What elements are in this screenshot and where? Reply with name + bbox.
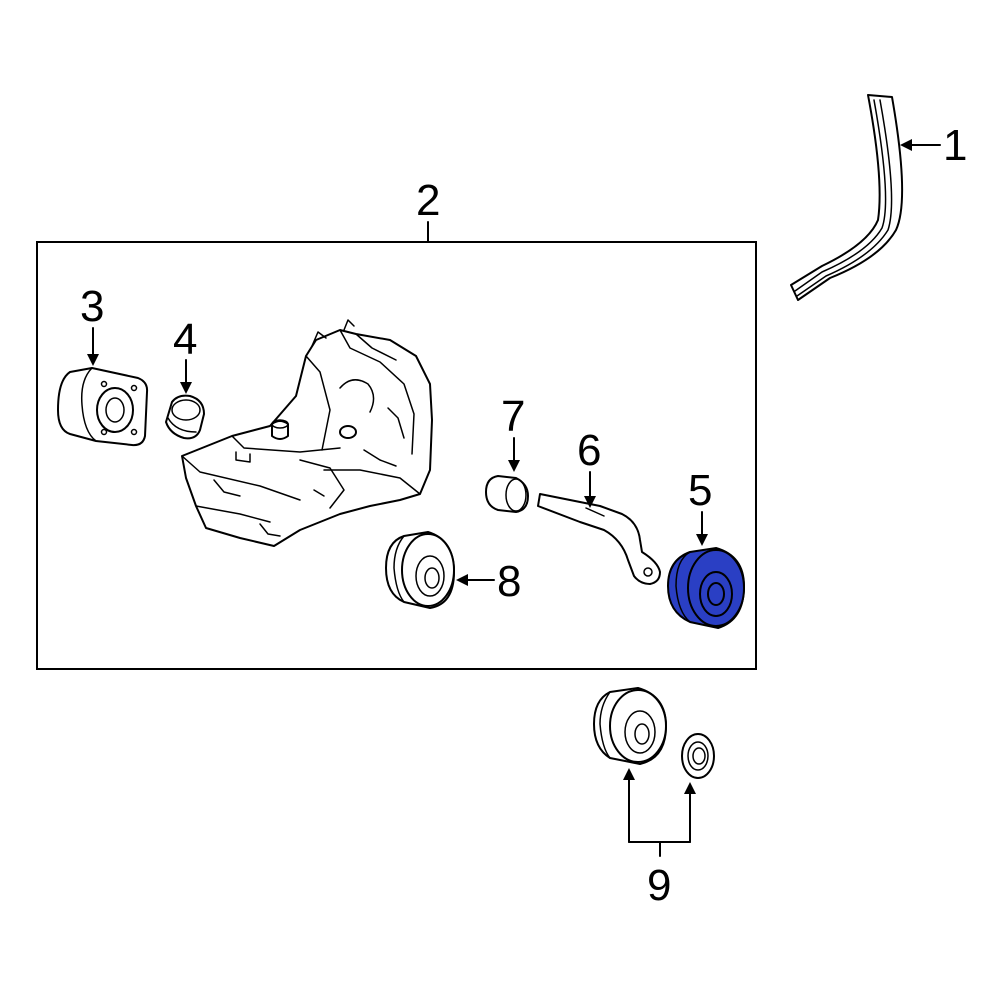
callout-2-label: 2	[416, 176, 440, 225]
callout-6-label: 6	[577, 426, 601, 475]
callout-4-label: 4	[173, 315, 197, 364]
callout-6: 6	[577, 426, 601, 508]
callout-1-label: 1	[943, 121, 967, 170]
assembly-box	[36, 241, 757, 670]
part-1-hose[interactable]	[790, 94, 904, 301]
callout-8-label: 8	[497, 557, 521, 606]
callout-7: 7	[501, 392, 525, 472]
callout-3-label: 3	[80, 282, 104, 331]
part-9-bearing[interactable]	[593, 687, 667, 765]
part-4-seal[interactable]	[165, 394, 205, 440]
differential-carrier-housing	[181, 319, 433, 547]
callout-9: 9	[623, 768, 696, 910]
part-8-bearing[interactable]	[385, 531, 455, 609]
part-5-bearing-highlighted[interactable]	[666, 546, 746, 630]
part-6-bracket[interactable]	[537, 493, 661, 585]
callout-2: 2	[416, 176, 440, 243]
part-3-flange[interactable]	[57, 367, 149, 447]
part-9-race[interactable]	[681, 733, 715, 779]
callout-1: 1	[900, 121, 967, 170]
part-7-bushing[interactable]	[485, 475, 529, 513]
callout-3: 3	[80, 282, 104, 366]
callout-7-label: 7	[501, 392, 525, 441]
callout-5-label: 5	[688, 466, 712, 515]
callout-8: 8	[456, 557, 521, 606]
callout-5: 5	[688, 466, 712, 546]
callout-9-label: 9	[647, 861, 671, 910]
callout-4: 4	[173, 315, 197, 394]
